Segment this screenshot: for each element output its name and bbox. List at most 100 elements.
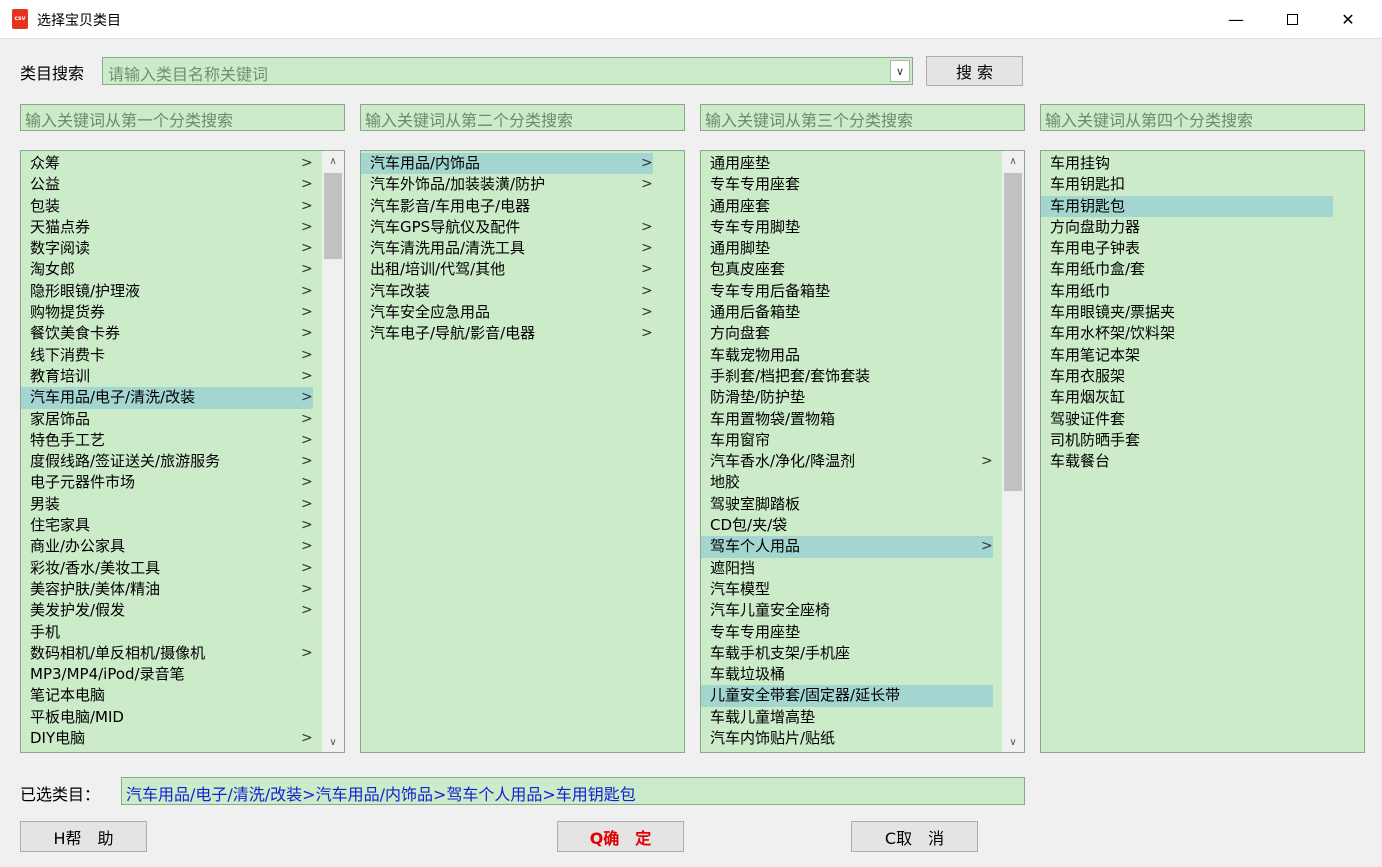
- list-item[interactable]: 防滑垫/防护垫: [701, 387, 993, 408]
- list-item[interactable]: 电子元器件市场>: [21, 472, 313, 493]
- list-item[interactable]: 通用后备箱垫: [701, 302, 993, 323]
- list-item[interactable]: 汽车外饰品/加装装潢/防护>: [361, 174, 653, 195]
- list-item[interactable]: 汽车用品/内饰品>: [361, 153, 653, 175]
- list-item[interactable]: 驾驶证件套: [1041, 409, 1333, 430]
- list-item[interactable]: 男装>: [21, 494, 313, 515]
- list-item[interactable]: 专车专用座套: [701, 174, 993, 195]
- help-button[interactable]: H帮 助: [20, 821, 147, 852]
- scrollbar-1[interactable]: ∧ ∨: [322, 151, 344, 752]
- list-item[interactable]: 汽车香水/净化/降温剂>: [701, 451, 993, 472]
- list-item[interactable]: 购物提货券>: [21, 302, 313, 323]
- list-item[interactable]: 车载宠物用品: [701, 345, 993, 366]
- list-item[interactable]: 驾驶室脚踏板: [701, 494, 993, 515]
- list-item[interactable]: 专车专用脚垫: [701, 217, 993, 238]
- list-item[interactable]: 车用纸巾: [1041, 281, 1333, 302]
- list-item[interactable]: 餐饮美食卡券>: [21, 323, 313, 344]
- scroll-thumb-1[interactable]: [324, 173, 342, 259]
- list-item[interactable]: 专车专用座垫: [701, 622, 993, 643]
- scroll-down-icon[interactable]: ∨: [1009, 736, 1017, 748]
- list-item[interactable]: 通用座套: [701, 196, 993, 217]
- list-item[interactable]: 车载手机支架/手机座: [701, 643, 993, 664]
- list-item[interactable]: 车用钥匙扣: [1041, 174, 1333, 195]
- list-item[interactable]: 家居饰品>: [21, 409, 313, 430]
- scroll-down-icon[interactable]: ∨: [329, 736, 337, 748]
- list-item[interactable]: 手机: [21, 622, 313, 643]
- list-item[interactable]: 车载餐台: [1041, 451, 1333, 472]
- category-list-3[interactable]: 通用座垫专车专用座套通用座套专车专用脚垫通用脚垫包真皮座套专车专用后备箱垫通用后…: [700, 150, 1025, 753]
- filter-input-4[interactable]: 输入关键词从第四个分类搜索: [1040, 104, 1365, 131]
- list-item[interactable]: 车用笔记本架: [1041, 345, 1333, 366]
- list-item[interactable]: 方向盘助力器: [1041, 217, 1333, 238]
- list-item[interactable]: 专车专用后备箱垫: [701, 281, 993, 302]
- list-item[interactable]: 车用置物袋/置物箱: [701, 409, 993, 430]
- list-item[interactable]: 汽车电子/导航/影音/电器>: [361, 323, 653, 344]
- ok-button[interactable]: Q确 定: [557, 821, 684, 852]
- list-item[interactable]: 汽车清洗用品/清洗工具>: [361, 238, 653, 259]
- filter-input-3[interactable]: 输入关键词从第三个分类搜索: [700, 104, 1025, 131]
- minimize-button[interactable]: —: [1213, 0, 1259, 39]
- dropdown-button[interactable]: ∨: [890, 60, 910, 82]
- list-item[interactable]: 特色手工艺>: [21, 430, 313, 451]
- list-item[interactable]: 汽车模型: [701, 579, 993, 600]
- list-item[interactable]: 车用挂钩: [1041, 153, 1333, 174]
- list-item[interactable]: 车用电子钟表: [1041, 238, 1333, 259]
- list-item[interactable]: 汽车GPS导航仪及配件>: [361, 217, 653, 238]
- close-button[interactable]: ✕: [1325, 0, 1371, 39]
- list-item[interactable]: 公益>: [21, 174, 313, 195]
- list-item[interactable]: 隐形眼镜/护理液>: [21, 281, 313, 302]
- list-item[interactable]: 天猫点券>: [21, 217, 313, 238]
- list-item[interactable]: 儿童安全带套/固定器/延长带: [701, 685, 993, 707]
- scroll-up-icon[interactable]: ∧: [329, 155, 337, 167]
- list-item[interactable]: 线下消费卡>: [21, 345, 313, 366]
- list-item[interactable]: 住宅家具>: [21, 515, 313, 536]
- cancel-button[interactable]: C取 消: [851, 821, 978, 852]
- category-search-combo[interactable]: 请输入类目名称关键词 ∨: [102, 57, 913, 85]
- list-item[interactable]: 众筹>: [21, 153, 313, 174]
- list-item[interactable]: DIY电脑>: [21, 728, 313, 749]
- list-item[interactable]: 数字阅读>: [21, 238, 313, 259]
- list-item[interactable]: 美容护肤/美体/精油>: [21, 579, 313, 600]
- list-item[interactable]: 方向盘套: [701, 323, 993, 344]
- search-button[interactable]: 搜 索: [926, 56, 1023, 86]
- list-item[interactable]: 通用座垫: [701, 153, 993, 174]
- filter-input-2[interactable]: 输入关键词从第二个分类搜索: [360, 104, 685, 131]
- list-item[interactable]: 车用钥匙包: [1041, 195, 1333, 217]
- list-item[interactable]: 包装>: [21, 196, 313, 217]
- list-item[interactable]: CD包/夹/袋: [701, 515, 993, 536]
- list-item[interactable]: 数码相机/单反相机/摄像机>: [21, 643, 313, 664]
- list-item[interactable]: 商业/办公家具>: [21, 536, 313, 557]
- list-item[interactable]: 车用眼镜夹/票据夹: [1041, 302, 1333, 323]
- list-item[interactable]: 车用烟灰缸: [1041, 387, 1333, 408]
- list-item[interactable]: 通用脚垫: [701, 238, 993, 259]
- category-list-4[interactable]: 车用挂钩车用钥匙扣车用钥匙包方向盘助力器车用电子钟表车用纸巾盒/套车用纸巾车用眼…: [1040, 150, 1365, 753]
- list-item[interactable]: 出租/培训/代驾/其他>: [361, 259, 653, 280]
- list-item[interactable]: 汽车用品/电子/清洗/改装>: [21, 387, 313, 409]
- list-item[interactable]: 遮阳挡: [701, 558, 993, 579]
- scroll-up-icon[interactable]: ∧: [1009, 155, 1017, 167]
- list-item[interactable]: 车载垃圾桶: [701, 664, 993, 685]
- list-item[interactable]: 车用衣服架: [1041, 366, 1333, 387]
- category-list-1[interactable]: 众筹>公益>包装>天猫点券>数字阅读>淘女郎>隐形眼镜/护理液>购物提货券>餐饮…: [20, 150, 345, 753]
- list-item[interactable]: 汽车改装>: [361, 281, 653, 302]
- list-item[interactable]: 淘女郎>: [21, 259, 313, 280]
- list-item[interactable]: 美发护发/假发>: [21, 600, 313, 621]
- list-item[interactable]: 平板电脑/MID: [21, 707, 313, 728]
- list-item[interactable]: 车用窗帘: [701, 430, 993, 451]
- list-item[interactable]: 包真皮座套: [701, 259, 993, 280]
- maximize-button[interactable]: [1269, 0, 1315, 39]
- list-item[interactable]: 汽车儿童安全座椅: [701, 600, 993, 621]
- category-list-2[interactable]: 汽车用品/内饰品>汽车外饰品/加装装潢/防护>汽车影音/车用电子/电器汽车GPS…: [360, 150, 685, 753]
- list-item[interactable]: 笔记本电脑: [21, 685, 313, 706]
- list-item[interactable]: 度假线路/签证送关/旅游服务>: [21, 451, 313, 472]
- filter-input-1[interactable]: 输入关键词从第一个分类搜索: [20, 104, 345, 131]
- scroll-thumb-3[interactable]: [1004, 173, 1022, 491]
- list-item[interactable]: 司机防晒手套: [1041, 430, 1333, 451]
- list-item[interactable]: MP3/MP4/iPod/录音笔: [21, 664, 313, 685]
- search-input[interactable]: 请输入类目名称关键词: [108, 65, 269, 84]
- list-item[interactable]: 车用纸巾盒/套: [1041, 259, 1333, 280]
- list-item[interactable]: 驾车个人用品>: [701, 536, 993, 558]
- list-item[interactable]: 车用水杯架/饮料架: [1041, 323, 1333, 344]
- list-item[interactable]: 汽车安全应急用品>: [361, 302, 653, 323]
- list-item[interactable]: 汽车影音/车用电子/电器: [361, 196, 653, 217]
- list-item[interactable]: 车载儿童增高垫: [701, 707, 993, 728]
